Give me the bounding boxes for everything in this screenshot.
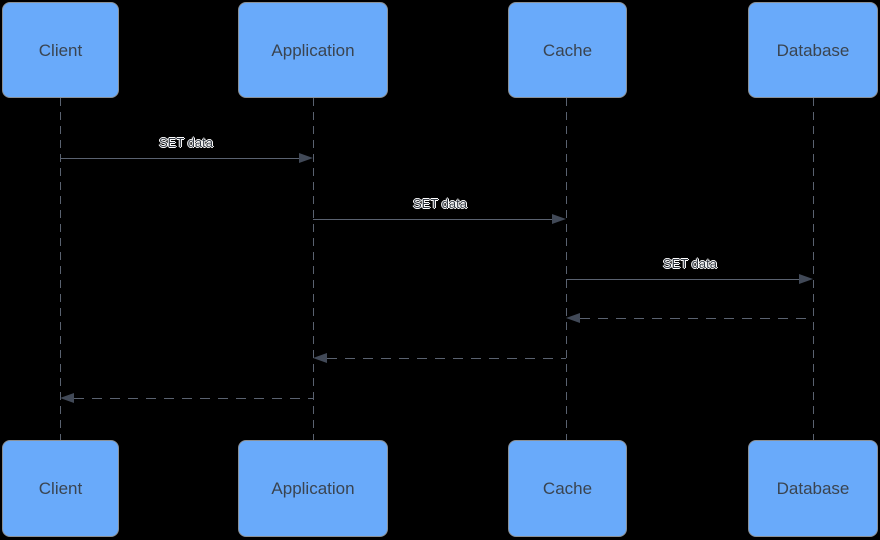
lifeline-client [60, 98, 61, 440]
actor-label-client: Client [38, 479, 83, 498]
arrowhead-right-icon [299, 153, 313, 163]
actor-box-cache-top: Cache [508, 2, 627, 98]
actor-box-database-bottom: Database [748, 440, 878, 537]
lifeline-database [813, 98, 814, 440]
return-line [74, 398, 313, 399]
message-label: SET data [159, 135, 213, 150]
return-line [327, 358, 566, 359]
arrowhead-left-icon [566, 313, 580, 323]
actor-label-application: Application [271, 40, 355, 60]
actor-label-application: Application [271, 479, 355, 498]
actor-box-application-top: Application [238, 2, 388, 98]
actor-box-client-bottom: Client [2, 440, 119, 537]
actor-label-database: Database [776, 40, 850, 60]
actor-label-cache: Cache [542, 40, 593, 60]
arrowhead-left-icon [313, 353, 327, 363]
actor-box-database-top: Database [748, 2, 878, 98]
return-line [580, 318, 813, 319]
lifeline-application [313, 98, 314, 440]
actor-box-client-top: Client [2, 2, 119, 98]
arrowhead-right-icon [799, 274, 813, 284]
actor-label-cache: Cache [542, 479, 593, 498]
actor-box-application-bottom: Application [238, 440, 388, 537]
message-label: SET data [663, 256, 717, 271]
arrowhead-right-icon [552, 214, 566, 224]
lifeline-cache [566, 98, 567, 440]
message-line [313, 219, 554, 220]
actor-label-database: Database [776, 479, 850, 498]
message-line [566, 279, 801, 280]
arrowhead-left-icon [60, 393, 74, 403]
actor-box-cache-bottom: Cache [508, 440, 627, 537]
message-label: SET data [413, 196, 467, 211]
actor-label-client: Client [38, 40, 83, 60]
message-line [60, 158, 301, 159]
